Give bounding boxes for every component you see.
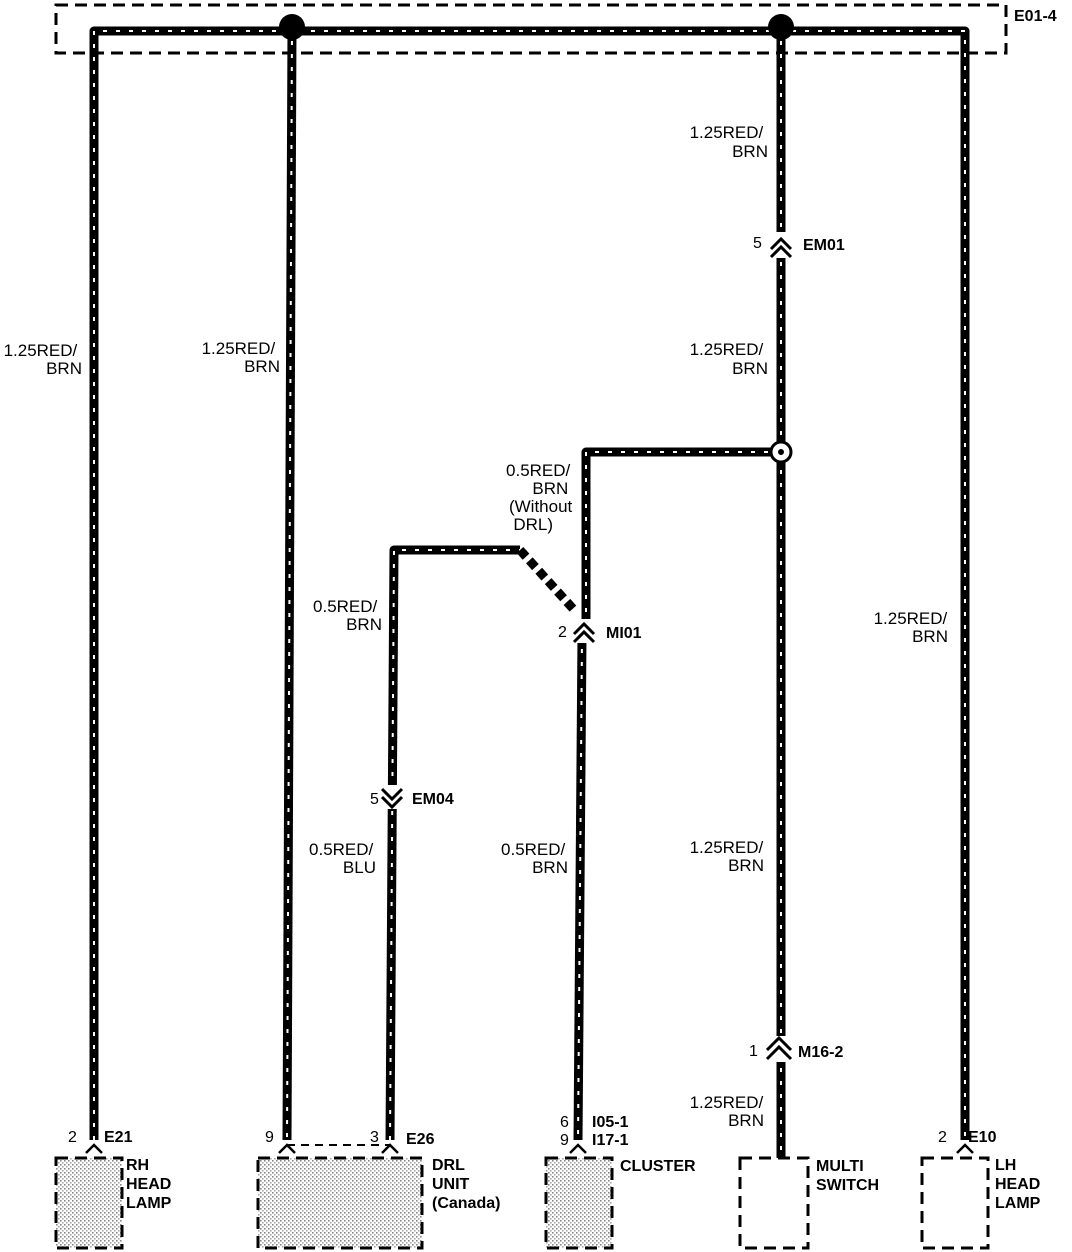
wire-label-rh-head-lamp: 1.25RED/ BRN: [4, 341, 82, 378]
lh-head-lamp-connector: E10: [968, 1129, 997, 1146]
connector-em04-pin: 5: [370, 791, 379, 808]
connector-mi01-pin: 2: [558, 624, 567, 641]
lh-head-lamp-box: [920, 1156, 990, 1250]
wire-label-cluster-lower: 0.5RED/ BRN: [501, 840, 570, 877]
wire-label-drl-upper: 1.25RED/ BRN: [202, 339, 280, 376]
connector-mi01-label: MI01: [606, 625, 642, 642]
cluster-pin-2: 9: [560, 1132, 569, 1149]
cluster-box: [544, 1156, 614, 1250]
rh-head-lamp-name: RH HEAD LAMP: [126, 1157, 176, 1212]
connector-em04-symbol: [380, 785, 405, 810]
wire-label-drl-branch: 0.5RED/ BRN: [313, 597, 382, 634]
cluster-connector-1: I05-1: [592, 1114, 629, 1131]
wires: [89, 26, 970, 1160]
wire-label-drl-lower: 0.5RED/ BLU: [309, 840, 378, 877]
connector-e01-4-label: E01-4: [1014, 8, 1057, 25]
rh-head-lamp-box: [54, 1156, 124, 1250]
wire-label-multi-lower: 1.25RED/ BRN: [690, 1093, 768, 1130]
rh-head-lamp-connector: E21: [104, 1129, 133, 1146]
wire-label-multi-upper: 1.25RED/ BRN: [690, 838, 768, 875]
splice-node-right: [768, 14, 794, 40]
connector-em04-label: EM04: [412, 791, 454, 808]
wire-drl-main: [282, 27, 297, 1141]
cluster-connector-2: I17-1: [592, 1132, 629, 1149]
drl-unit-pin-right: 3: [370, 1129, 379, 1146]
wire-bus-top: [89, 26, 970, 1140]
connector-em01-label: EM01: [803, 237, 845, 254]
drl-unit-box: [256, 1156, 424, 1250]
drl-unit-name: DRL UNIT (Canada): [432, 1157, 500, 1212]
connector-mi01-symbol: [572, 619, 596, 644]
terminal-chevrons: [85, 1143, 974, 1154]
multi-switch-box: [738, 1156, 810, 1250]
wire-cluster-lower: [573, 635, 587, 1141]
cluster-name: CLUSTER: [620, 1158, 696, 1175]
wire-cluster-branch: [581, 447, 781, 620]
lh-head-lamp-pin: 2: [938, 1129, 947, 1146]
connector-em01-symbol: [769, 232, 793, 259]
wire-label-right-mid: 1.25RED/ BRN: [690, 340, 768, 378]
connector-box-e01-4: [54, 3, 1008, 55]
lh-head-lamp-name: LH HEAD LAMP: [995, 1157, 1045, 1212]
connector-m16-2-pin: 1: [749, 1043, 758, 1060]
connector-m16-2-symbol: [765, 1035, 794, 1062]
connector-m16-2-label: M16-2: [798, 1044, 843, 1061]
multi-switch-name: MULTI SWITCH: [816, 1158, 879, 1194]
splice-node-left: [279, 14, 305, 40]
wire-label-cluster-upper: 0.5RED/ BRN (Without DRL): [506, 461, 577, 534]
drl-unit-pin-left: 9: [265, 1129, 274, 1146]
cluster-pin-1: 6: [560, 1114, 569, 1131]
wire-drl-option: [516, 546, 580, 616]
wire-label-right-top: 1.25RED/ BRN: [690, 123, 768, 161]
rh-head-lamp-pin: 2: [68, 1129, 77, 1146]
connector-em01-pin: 5: [753, 235, 762, 252]
drl-unit-connector: E26: [406, 1131, 435, 1148]
wire-label-lh-head-lamp: 1.25RED/ BRN: [874, 609, 952, 646]
